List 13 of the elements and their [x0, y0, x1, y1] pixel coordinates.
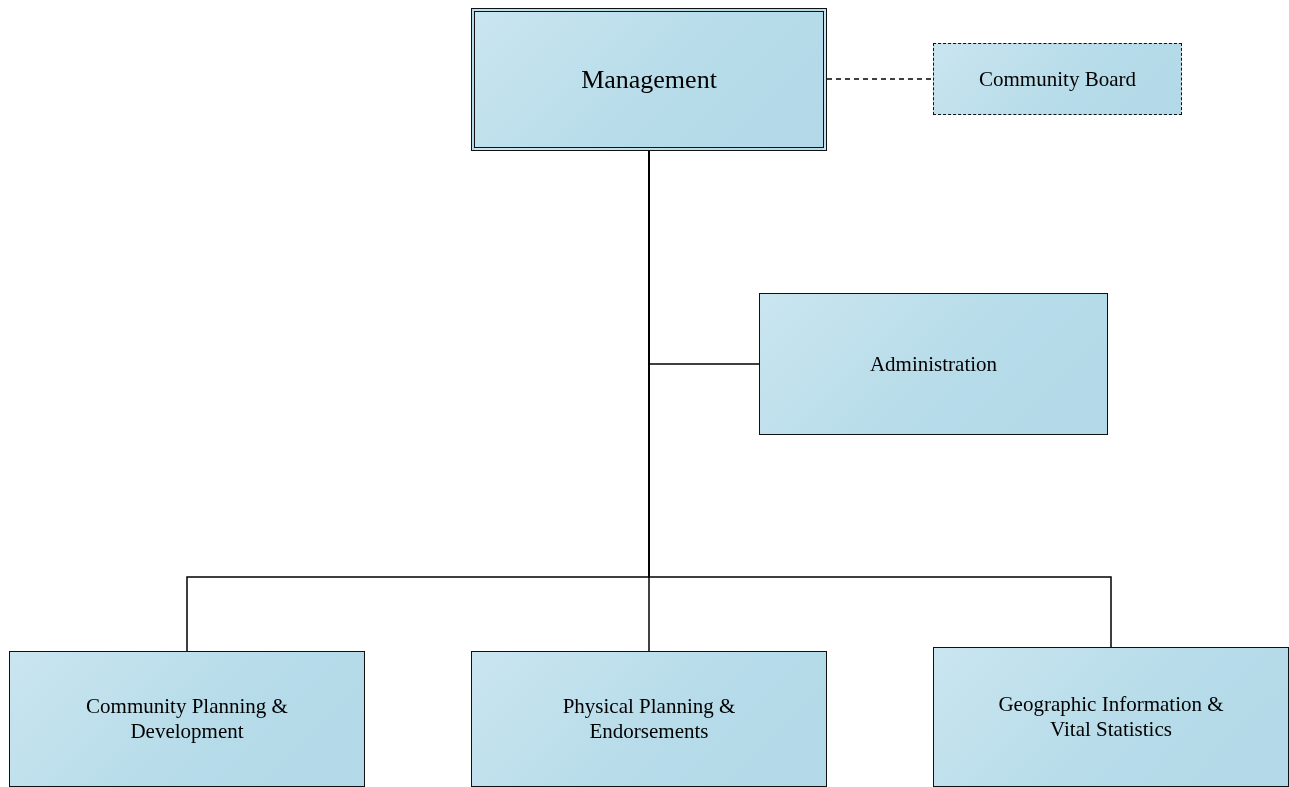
org-unit-box — [471, 8, 827, 151]
org-unit-box — [471, 651, 827, 787]
unit-name: Administration — [868, 351, 999, 377]
unit-name: Community Planning & Development — [85, 694, 289, 744]
unit-name: Community Board — [978, 66, 1137, 92]
org-unit-box — [933, 647, 1289, 787]
dashed-connector — [826, 78, 934, 80]
org-unit-box — [759, 293, 1108, 435]
org-unit-box — [9, 651, 365, 787]
unit-name: Geographic Information & Vital Statistics — [997, 692, 1225, 742]
unit-name: Management — [580, 64, 718, 95]
unit-name: Physical Planning & Endorsements — [561, 694, 737, 744]
org-unit-box — [933, 43, 1182, 115]
